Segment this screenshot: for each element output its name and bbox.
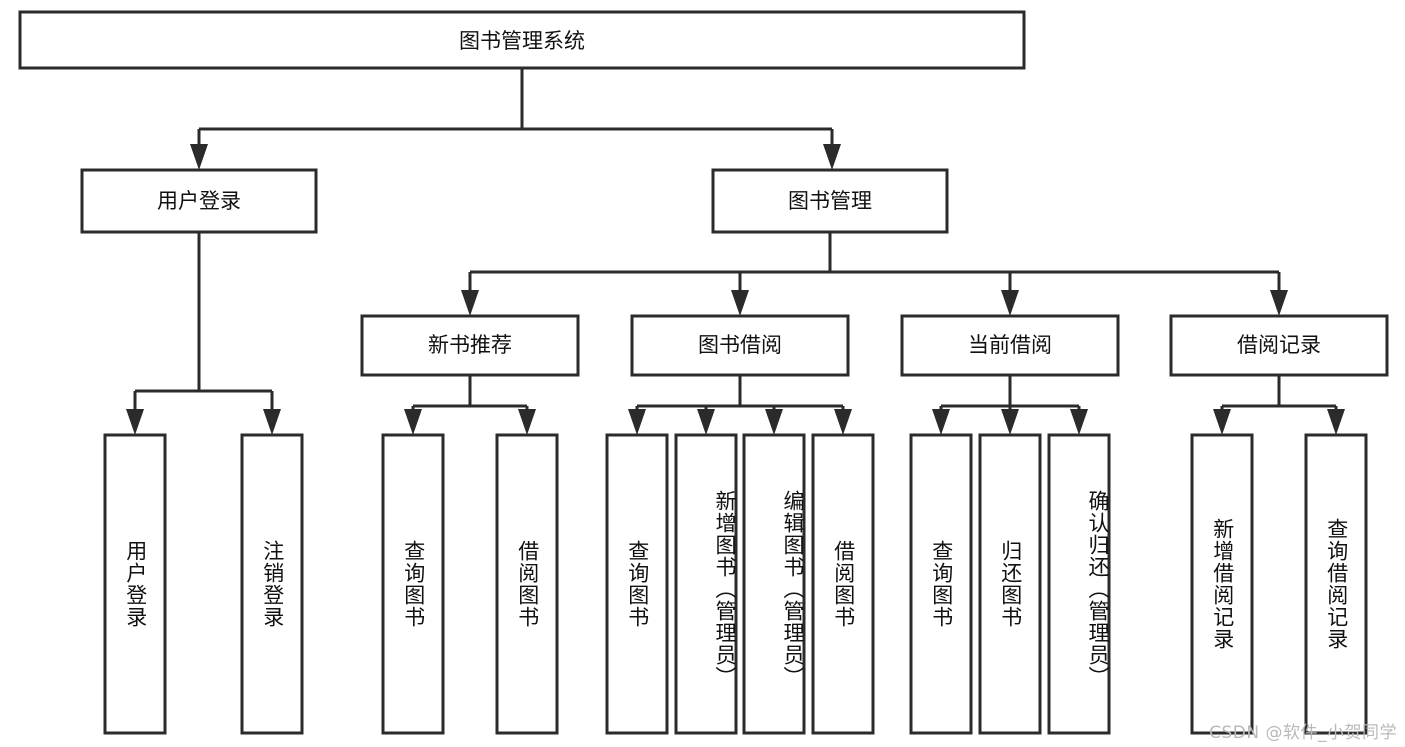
node-current-borrow-label: 当前借阅: [968, 333, 1052, 357]
node-borrow-record[interactable]: 借阅记录: [1169, 314, 1389, 377]
leaf-query-book-1[interactable]: [381, 433, 445, 735]
node-book-management-label: 图书管理: [788, 189, 872, 213]
csdn-watermark: CSDN @软件_小贺同学: [1209, 723, 1397, 743]
connector-userlogin-to-leaves: [126, 232, 281, 435]
leaf-query-book-2[interactable]: [605, 433, 669, 735]
leaf-query-borrow-record[interactable]: [1304, 433, 1368, 735]
leaf-add-book-admin[interactable]: [674, 433, 738, 735]
leaf-user-login[interactable]: [103, 433, 167, 735]
connector-bookmgmt-to-level3: [461, 232, 1288, 316]
leaf-query-book-3[interactable]: [909, 433, 973, 735]
node-new-book-recommend[interactable]: 新书推荐: [360, 314, 580, 377]
connector-borrowrecord-to-leaves: [1213, 375, 1345, 435]
root-node[interactable]: 图书管理系统: [18, 10, 1026, 70]
leaf-borrow-book-1[interactable]: [495, 433, 559, 735]
leaf-edit-book-admin[interactable]: [742, 433, 806, 735]
leaf-borrow-book-2[interactable]: [811, 433, 875, 735]
node-book-borrow[interactable]: 图书借阅: [630, 314, 850, 377]
connector-bookborrow-to-leaves: [628, 375, 852, 435]
connector-currentborrow-to-leaves: [932, 375, 1088, 435]
node-current-borrow[interactable]: 当前借阅: [900, 314, 1120, 377]
node-user-login[interactable]: 用户登录: [80, 168, 318, 234]
connector-root-to-level2: [190, 68, 841, 170]
leaf-logout[interactable]: [240, 433, 304, 735]
leaf-add-borrow-record[interactable]: [1190, 433, 1254, 735]
leaf-confirm-return-admin[interactable]: [1047, 433, 1111, 735]
node-new-book-recommend-label: 新书推荐: [428, 333, 512, 357]
node-user-login-label: 用户登录: [157, 189, 241, 213]
connector-newbook-to-leaves: [404, 375, 536, 435]
node-book-management[interactable]: 图书管理: [711, 168, 949, 234]
node-borrow-record-label: 借阅记录: [1237, 333, 1321, 357]
node-book-borrow-label: 图书借阅: [698, 333, 782, 357]
root-node-label: 图书管理系统: [459, 29, 585, 53]
leaf-return-book[interactable]: [978, 433, 1042, 735]
